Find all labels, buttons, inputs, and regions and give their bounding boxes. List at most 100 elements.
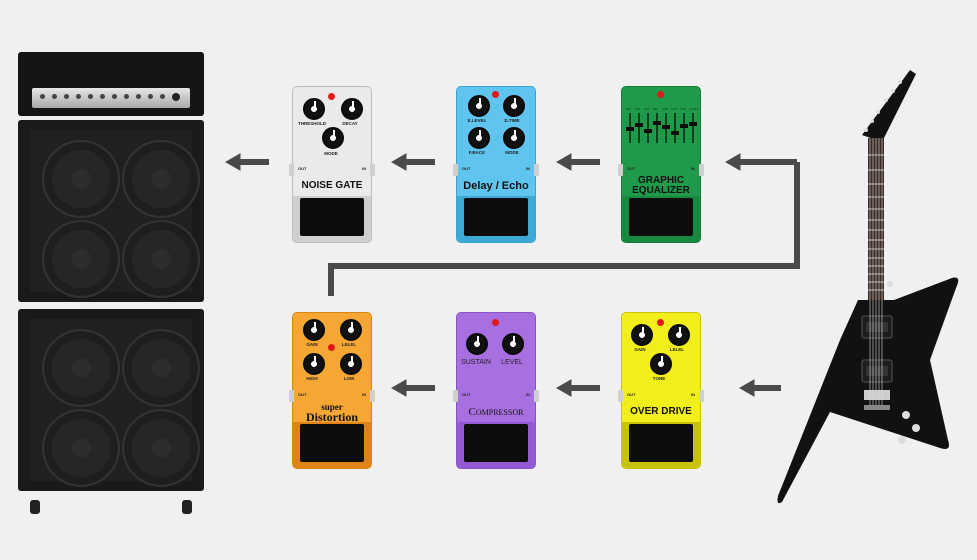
f-back-knob[interactable] xyxy=(468,127,490,149)
knob-label: MODE xyxy=(324,151,338,156)
gain-knob[interactable] xyxy=(303,319,325,341)
arrow-left-icon xyxy=(390,153,435,171)
pedal-name: Compressor xyxy=(468,406,524,418)
level-knob[interactable] xyxy=(340,319,362,341)
low-knob[interactable] xyxy=(340,353,362,375)
led-indicator xyxy=(492,319,499,326)
out-label: OUT xyxy=(298,392,307,397)
mode-knob[interactable] xyxy=(503,127,525,149)
led-indicator xyxy=(492,91,499,98)
out-label: OUT xyxy=(627,166,636,171)
threshold-knob[interactable] xyxy=(303,98,325,120)
input-jack xyxy=(534,390,539,402)
output-jack xyxy=(453,164,458,176)
output-jack xyxy=(453,390,458,402)
led-indicator xyxy=(657,91,664,98)
pedal-name: NOISE GATE xyxy=(301,180,363,191)
mode-knob[interactable] xyxy=(322,127,344,149)
band-label: 3.2K xyxy=(671,107,678,111)
led-indicator xyxy=(657,319,664,326)
knob-label: MODE xyxy=(505,150,519,155)
eq-slider[interactable] xyxy=(635,113,643,143)
band-label: 400 xyxy=(644,107,650,111)
tone-knob[interactable] xyxy=(650,353,672,375)
overdrive-pedal[interactable]: GAIN LELEL TONE OUT IN OVER DRIVE xyxy=(618,312,704,469)
sustain-knob[interactable] xyxy=(466,333,488,355)
out-label: OUT xyxy=(627,392,636,397)
footswitch[interactable] xyxy=(464,424,528,462)
compressor-pedal[interactable]: SUSTAIN LEVEL OUT IN Compressor xyxy=(453,312,539,469)
eq-slider[interactable] xyxy=(680,113,688,143)
footswitch[interactable] xyxy=(300,198,364,236)
pedal-name: super Distortion xyxy=(293,399,371,425)
knob-label: SUSTAIN xyxy=(461,359,491,366)
led-indicator xyxy=(328,344,335,351)
eq-slider[interactable] xyxy=(644,113,652,143)
decay-knob[interactable] xyxy=(341,98,363,120)
pedal-name-line1: super xyxy=(321,402,343,412)
footswitch[interactable] xyxy=(300,424,364,462)
amplifier-head-icon xyxy=(18,52,204,116)
delay-echo-pedal[interactable]: E.LEVEL D.TIME F.BACK MODE OUT IN Delay … xyxy=(453,86,539,243)
band-label: 1.6K xyxy=(662,107,669,111)
eq-slider[interactable] xyxy=(626,113,634,143)
knob-label: HIGH xyxy=(306,376,318,381)
electric-guitar-icon xyxy=(777,70,959,504)
footswitch[interactable] xyxy=(629,424,693,462)
in-label: IN xyxy=(362,392,366,397)
super-distortion-pedal[interactable]: GAIN LELEL HIGH LOW OUT IN super Distort… xyxy=(289,312,375,469)
speaker-cabinet-icon xyxy=(18,120,204,302)
eq-slider[interactable] xyxy=(689,113,697,143)
arrow-left-icon xyxy=(224,153,269,171)
arrow-left-icon xyxy=(555,153,600,171)
knob-label: DECAY xyxy=(342,121,358,126)
footswitch[interactable] xyxy=(629,198,693,236)
knob-label: LEVEL xyxy=(501,359,523,366)
pedal-name-line2: EQUALIZER xyxy=(632,185,690,196)
out-label: OUT xyxy=(462,392,471,397)
knob-label: GAIN xyxy=(634,347,646,352)
knob-label: LELEL xyxy=(669,347,685,352)
input-jack xyxy=(370,390,375,402)
high-knob[interactable] xyxy=(303,353,325,375)
knob-label: E.LEVEL xyxy=(467,118,487,123)
eq-slider[interactable] xyxy=(671,113,679,143)
output-jack xyxy=(289,390,294,402)
band-label: LEVEL xyxy=(689,107,699,111)
pedal-name: GRAPHIC EQUALIZER xyxy=(622,175,700,197)
led-indicator xyxy=(328,93,335,100)
knob-label: F.BACK xyxy=(468,150,486,155)
input-jack xyxy=(534,164,539,176)
arrow-left-icon xyxy=(738,379,781,397)
knob-label: LOW xyxy=(343,376,355,381)
in-label: IN xyxy=(691,392,695,397)
level-knob[interactable] xyxy=(502,333,524,355)
noise-gate-pedal[interactable]: THRESHOLD DECAY MODE OUT IN NOISE GATE xyxy=(289,86,375,243)
input-jack xyxy=(370,164,375,176)
pedal-name: OVER DRIVE xyxy=(630,406,692,417)
output-jack xyxy=(618,164,623,176)
knob-label: LELEL xyxy=(341,342,357,347)
in-label: IN xyxy=(526,392,530,397)
gain-knob[interactable] xyxy=(631,324,653,346)
knob-label: D.TIME xyxy=(504,118,520,123)
output-jack xyxy=(289,164,294,176)
out-label: OUT xyxy=(298,166,307,171)
e-level-knob[interactable] xyxy=(468,95,490,117)
level-knob[interactable] xyxy=(668,324,690,346)
in-label: IN xyxy=(526,166,530,171)
knob-label: GAIN xyxy=(306,342,318,347)
graphic-equalizer-pedal[interactable]: 100 200 400 800 1.6K 3.2K 6.4K LEVEL OUT… xyxy=(618,86,704,243)
pedal-name-line1: GRAPHIC xyxy=(637,175,685,186)
arrow-left-icon xyxy=(555,379,600,397)
footswitch[interactable] xyxy=(464,198,528,236)
band-label: 800 xyxy=(653,107,659,111)
eq-slider[interactable] xyxy=(662,113,670,143)
d-time-knob[interactable] xyxy=(503,95,525,117)
output-jack xyxy=(618,390,623,402)
eq-slider[interactable] xyxy=(653,113,661,143)
arrow-left-icon xyxy=(390,379,435,397)
caster-wheel-icon xyxy=(30,500,40,514)
arrow-left-icon xyxy=(724,153,797,171)
